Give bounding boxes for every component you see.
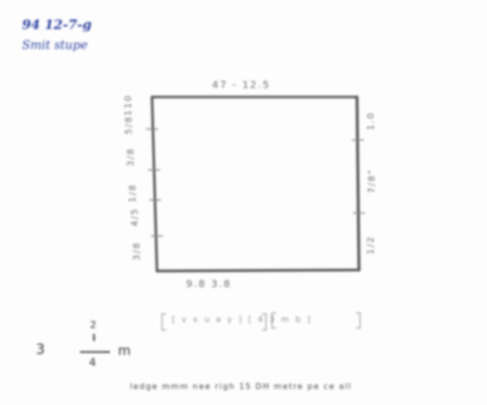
fraction-bar <box>80 334 110 353</box>
footnote-text: ledge mmm nee righ 15 DH metre pe ce all <box>130 382 352 391</box>
bracket-caption: [ v x u a y ] [ 4 3 m b ] <box>172 315 313 324</box>
bracket-caption-box <box>161 312 361 331</box>
rect-bottom-edge <box>155 268 361 273</box>
dimension-ticks <box>146 128 365 237</box>
formula-rhs: m <box>118 344 133 359</box>
formula-denominator: 4 <box>89 356 98 369</box>
left-dimension-label: 1/8 <box>128 183 139 203</box>
rect-left-edge <box>150 95 159 273</box>
left-dimension-label: 3/8 <box>132 241 143 261</box>
right-dimension-label: 1/2 <box>366 235 377 255</box>
bottom-dimension-label: 9.8 3.8 <box>186 279 232 290</box>
formula-numerator: 2 <box>90 320 98 331</box>
left-dimension-label: 3/8 <box>126 147 137 167</box>
formula-lhs: 3 <box>36 342 47 358</box>
left-dimension-label: 5/8 <box>124 115 135 135</box>
rect-right-edge <box>355 95 361 272</box>
header-note-line1: 94 12-7-g <box>22 18 92 33</box>
right-dimension-label: 7/8" <box>367 168 378 194</box>
top-dimension-label: 47 - 12.5 <box>212 80 271 91</box>
left-dimension-label: 110 <box>123 94 134 116</box>
left-dimension-label: 4/5 <box>130 207 141 227</box>
header-note-line2: Smit stupe <box>22 38 88 52</box>
rectangle-outline <box>150 95 361 273</box>
right-dimension-label: 1.0 <box>366 111 377 131</box>
